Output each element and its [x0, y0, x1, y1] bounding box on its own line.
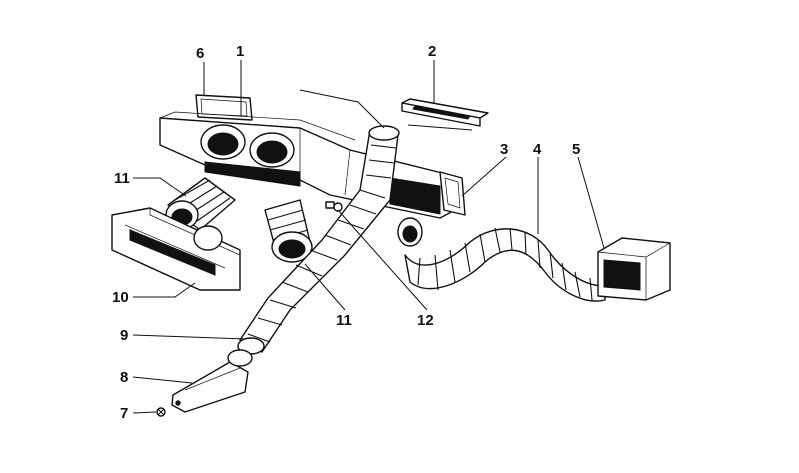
callout-7: 7: [120, 405, 128, 422]
part-9-long-hose: [237, 125, 400, 355]
callout-12: 12: [417, 312, 434, 329]
callout-3: 3: [500, 141, 508, 158]
part-2-cover-plate: [401, 98, 489, 127]
callout-1: 1: [236, 43, 244, 60]
part-5-outlet: [597, 237, 671, 301]
callout-5: 5: [572, 141, 580, 158]
callout-9: 9: [120, 327, 128, 344]
callout-11-left: 11: [114, 170, 130, 187]
callout-11-right: 11: [336, 312, 352, 329]
callout-labels: 1 2 3 4 5 6 7 8 9 10 11 11 12: [112, 43, 580, 422]
part-3-gasket: [439, 171, 466, 216]
part-8-nozzle: [171, 349, 253, 413]
part-4-hose: [397, 217, 606, 302]
part-6-gasket: [195, 94, 253, 121]
callout-2: 2: [428, 43, 436, 60]
leader-lines: [132, 60, 605, 414]
callout-10: 10: [112, 289, 129, 306]
callout-4: 4: [533, 141, 542, 158]
part-7-screw: [156, 407, 166, 417]
part-11-hose-right: [264, 199, 313, 263]
part-10-vent: [111, 207, 241, 291]
callout-8: 8: [120, 369, 128, 386]
callout-6: 6: [196, 45, 204, 62]
part-12-screw: [325, 201, 343, 212]
